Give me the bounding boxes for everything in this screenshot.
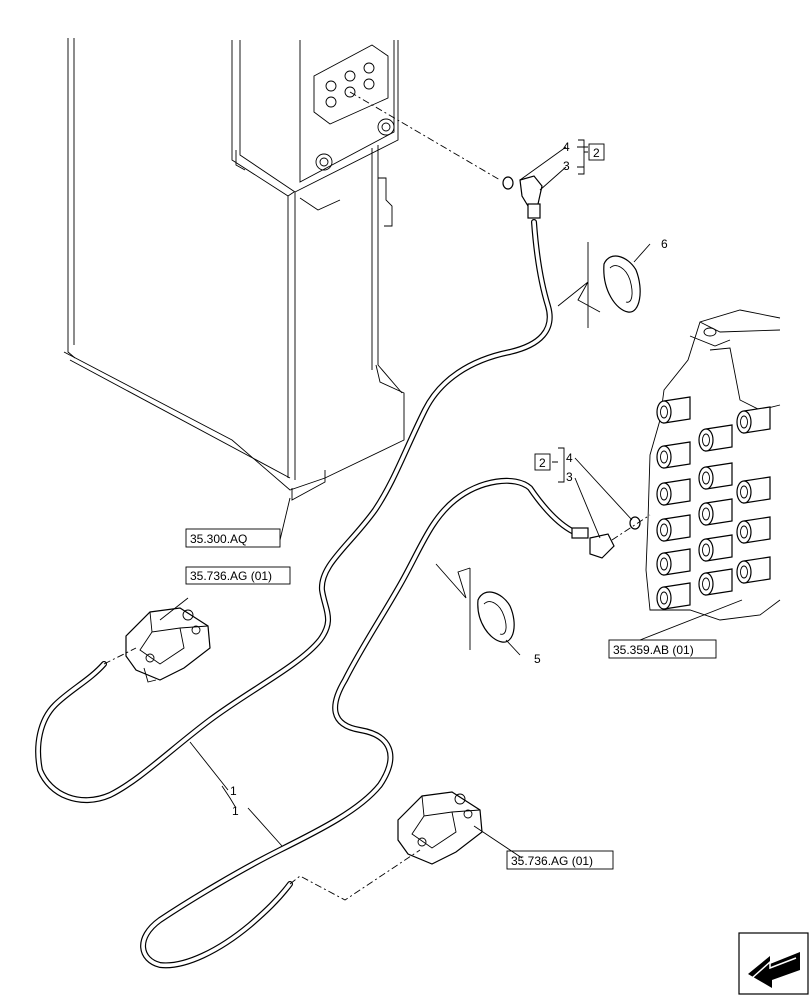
callout-2-upper: 2 [593, 146, 600, 160]
valve-spool [698, 534, 733, 562]
valve-spool [656, 478, 691, 506]
ref-valve-top[interactable]: 35.736.AG (01) [185, 566, 291, 585]
valve-spool [698, 462, 733, 490]
valve-spool [698, 568, 733, 596]
bracket-lower [552, 447, 565, 483]
pilot-valve-bottom [397, 791, 483, 865]
ref-control-valve[interactable]: 35.359.AB (01) [608, 639, 717, 659]
valve-spool [656, 441, 691, 469]
dash-valve-top [103, 647, 137, 665]
dash-upper-port [349, 91, 501, 181]
callout-2-lower: 2 [539, 456, 546, 470]
callout-6: 6 [661, 237, 668, 251]
valve-spool [656, 396, 691, 424]
valve-spool [656, 548, 691, 576]
svg-text:35.359.AB (01): 35.359.AB (01) [613, 643, 694, 657]
ref-frame[interactable]: 35.300.AQ [185, 528, 281, 548]
box-2-upper [588, 143, 605, 161]
ref-valve-bottom[interactable]: 35.736.AG (01) [506, 850, 614, 870]
callout-3-lower: 3 [566, 470, 573, 484]
valve-spool [736, 516, 771, 544]
valve-spool [698, 498, 733, 526]
valve-spool [736, 476, 771, 504]
lower-fitting [571, 516, 641, 559]
back-arrow-icon[interactable] [738, 932, 809, 995]
valve-spool [656, 514, 691, 542]
valve-spools [656, 396, 771, 610]
valve-spool [698, 424, 733, 452]
clamp-5 [477, 591, 515, 643]
callout-1-upper: 1 [230, 784, 237, 798]
pilot-valve-top [125, 607, 211, 683]
leader-lines [159, 146, 743, 859]
callout-4-lower: 4 [566, 451, 573, 465]
valve-spool [656, 582, 691, 610]
callout-3-upper: 3 [563, 159, 570, 173]
upper-fitting [502, 175, 543, 219]
machine-frame [63, 38, 405, 501]
valve-spool [736, 556, 771, 584]
box-2-lower [534, 453, 551, 471]
svg-text:35.300.AQ: 35.300.AQ [190, 532, 247, 546]
hose-upper [35, 219, 553, 804]
valve-spool [736, 406, 771, 434]
svg-text:35.736.AG (01): 35.736.AG (01) [190, 569, 272, 583]
bracket-upper [578, 139, 588, 175]
break-mark-lower [435, 563, 471, 650]
callout-1-lower: 1 [232, 804, 239, 818]
svg-text:35.736.AG (01): 35.736.AG (01) [511, 854, 593, 868]
callout-4-upper: 4 [563, 140, 570, 154]
break-mark-upper [557, 242, 601, 328]
hose-lower [140, 477, 577, 969]
callout-5: 5 [534, 652, 541, 666]
clamp-6 [603, 255, 641, 313]
dash-valve-bottom [289, 849, 421, 901]
